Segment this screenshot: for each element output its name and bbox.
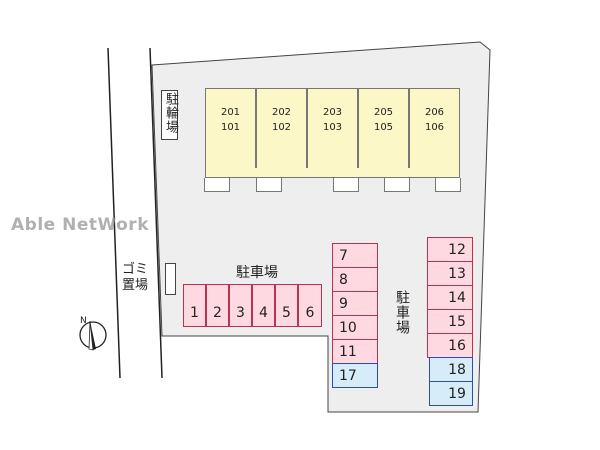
unit-upper-number: 202 xyxy=(271,107,292,118)
watermark-text: Able NetWork xyxy=(11,215,149,235)
parking-label-right: 駐車場 xyxy=(394,290,410,335)
entrance-notch xyxy=(435,178,461,192)
unit-upper-number: 205 xyxy=(373,107,394,118)
parking-lot-11: 11 xyxy=(332,339,378,364)
garbage-area-text: ゴミ置場 xyxy=(122,262,149,293)
parking-lot-19: 19 xyxy=(429,381,473,406)
unit-lower-number: 105 xyxy=(373,122,394,133)
unit-lower-number: 102 xyxy=(271,122,292,133)
parking-label-top: 駐車場 xyxy=(236,265,278,281)
parking-lot-13: 13 xyxy=(427,261,473,286)
compass-letter: N xyxy=(80,316,87,326)
parking-lot-6: 6 xyxy=(298,284,322,327)
unit-lower-number: 103 xyxy=(322,122,343,133)
unit-lower-number: 101 xyxy=(220,122,241,133)
parking-lot-7: 7 xyxy=(332,243,378,268)
entrance-notch xyxy=(256,178,282,192)
compass-icon: N xyxy=(79,316,107,351)
bicycle-parking-label: 駐輪場 xyxy=(163,92,178,134)
entrance-notch xyxy=(333,178,359,192)
unit-upper-number: 201 xyxy=(220,107,241,118)
parking-lot-14: 14 xyxy=(427,285,473,310)
entrance-notch xyxy=(384,178,410,192)
parking-lot-4: 4 xyxy=(252,284,275,327)
parking-lot-3: 3 xyxy=(229,284,252,327)
garbage-area-box xyxy=(165,263,176,295)
parking-lot-8: 8 xyxy=(332,267,378,292)
unit-upper-number: 203 xyxy=(322,107,343,118)
entrance-notch xyxy=(204,178,230,192)
bicycle-parking-box xyxy=(161,90,178,140)
parking-lot-17: 17 xyxy=(332,363,378,388)
parking-lot-10: 10 xyxy=(332,315,378,340)
parking-lot-9: 9 xyxy=(332,291,378,316)
parking-lot-18: 18 xyxy=(429,357,473,382)
parking-lot-1: 1 xyxy=(183,284,206,327)
parking-lot-16: 16 xyxy=(427,333,473,358)
parking-lot-12: 12 xyxy=(427,237,473,262)
parking-lot-5: 5 xyxy=(275,284,298,327)
unit-lower-number: 106 xyxy=(424,122,445,133)
building-entrance-strip xyxy=(205,168,460,178)
garbage-area-label: ゴミ置場 xyxy=(122,262,162,294)
unit-upper-number: 206 xyxy=(424,107,445,118)
parking-lot-2: 2 xyxy=(206,284,229,327)
parking-lot-15: 15 xyxy=(427,309,473,334)
